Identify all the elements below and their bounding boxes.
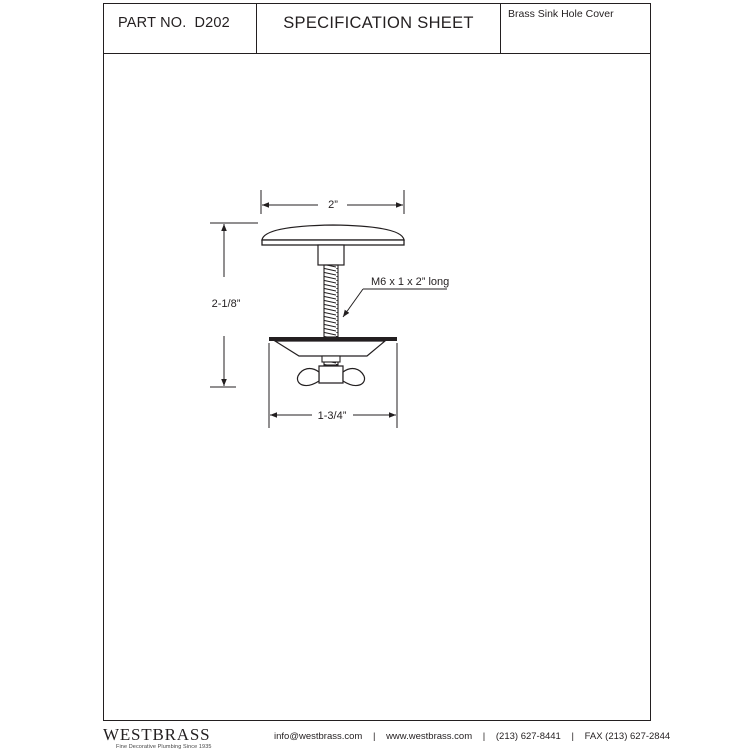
brand-tagline: Fine Decorative Plumbing Since 1935 xyxy=(116,744,212,750)
brand-logo: WESTBRASS xyxy=(103,725,211,744)
separator: | xyxy=(372,731,376,742)
dim-top-width-label: 2” xyxy=(328,199,338,211)
bolt-callout-label: M6 x 1 x 2” long xyxy=(371,276,449,288)
contact-phone: (213) 627-8441 xyxy=(495,731,561,742)
sheet-title: SPECIFICATION SHEET xyxy=(283,14,474,32)
part-number-value: D202 xyxy=(194,15,230,31)
dimension-bottom-width: 1-3/4” xyxy=(268,343,398,428)
footer: WESTBRASS Fine Decorative Plumbing Since… xyxy=(103,725,670,752)
contact-fax: FAX (213) 627-2844 xyxy=(584,731,671,742)
spec-sheet-frame: PART NO. D202 SPECIFICATION SHEET Brass S… xyxy=(103,3,651,721)
separator: | xyxy=(571,731,574,742)
product-cell: Brass Sink Hole Cover xyxy=(501,4,650,53)
callout-leader xyxy=(342,288,364,318)
contact-email: info@westbrass.com xyxy=(274,731,363,742)
product-name: Brass Sink Hole Cover xyxy=(508,8,614,20)
dimension-top-width: 2” xyxy=(260,190,405,214)
title-cell: SPECIFICATION SHEET xyxy=(257,4,501,53)
part-number-cell: PART NO. D202 xyxy=(104,4,257,53)
bolt-callout: M6 x 1 x 2” long xyxy=(342,276,449,318)
wing-right xyxy=(342,367,366,387)
dim-height-label: 2-1/8” xyxy=(212,298,241,310)
separator: | xyxy=(482,731,486,742)
dim-bottom-width-label: 1-3/4” xyxy=(318,410,347,422)
wing-nut xyxy=(296,365,366,387)
contact-website: www.westbrass.com xyxy=(386,731,473,742)
dimension-height: 2-1/8” xyxy=(210,222,258,388)
washer xyxy=(321,355,341,363)
part-label: PART NO. xyxy=(118,15,187,31)
part-number: PART NO. D202 xyxy=(118,15,230,31)
mounting-bracket xyxy=(272,340,387,357)
cover-cap xyxy=(261,224,405,246)
contact-line: info@westbrass.com | www.westbrass.com |… xyxy=(274,731,670,742)
wing-left xyxy=(296,367,320,387)
header-table: PART NO. D202 SPECIFICATION SHEET Brass S… xyxy=(104,4,650,54)
cap-shank xyxy=(317,244,345,266)
sink-deck xyxy=(269,337,397,341)
